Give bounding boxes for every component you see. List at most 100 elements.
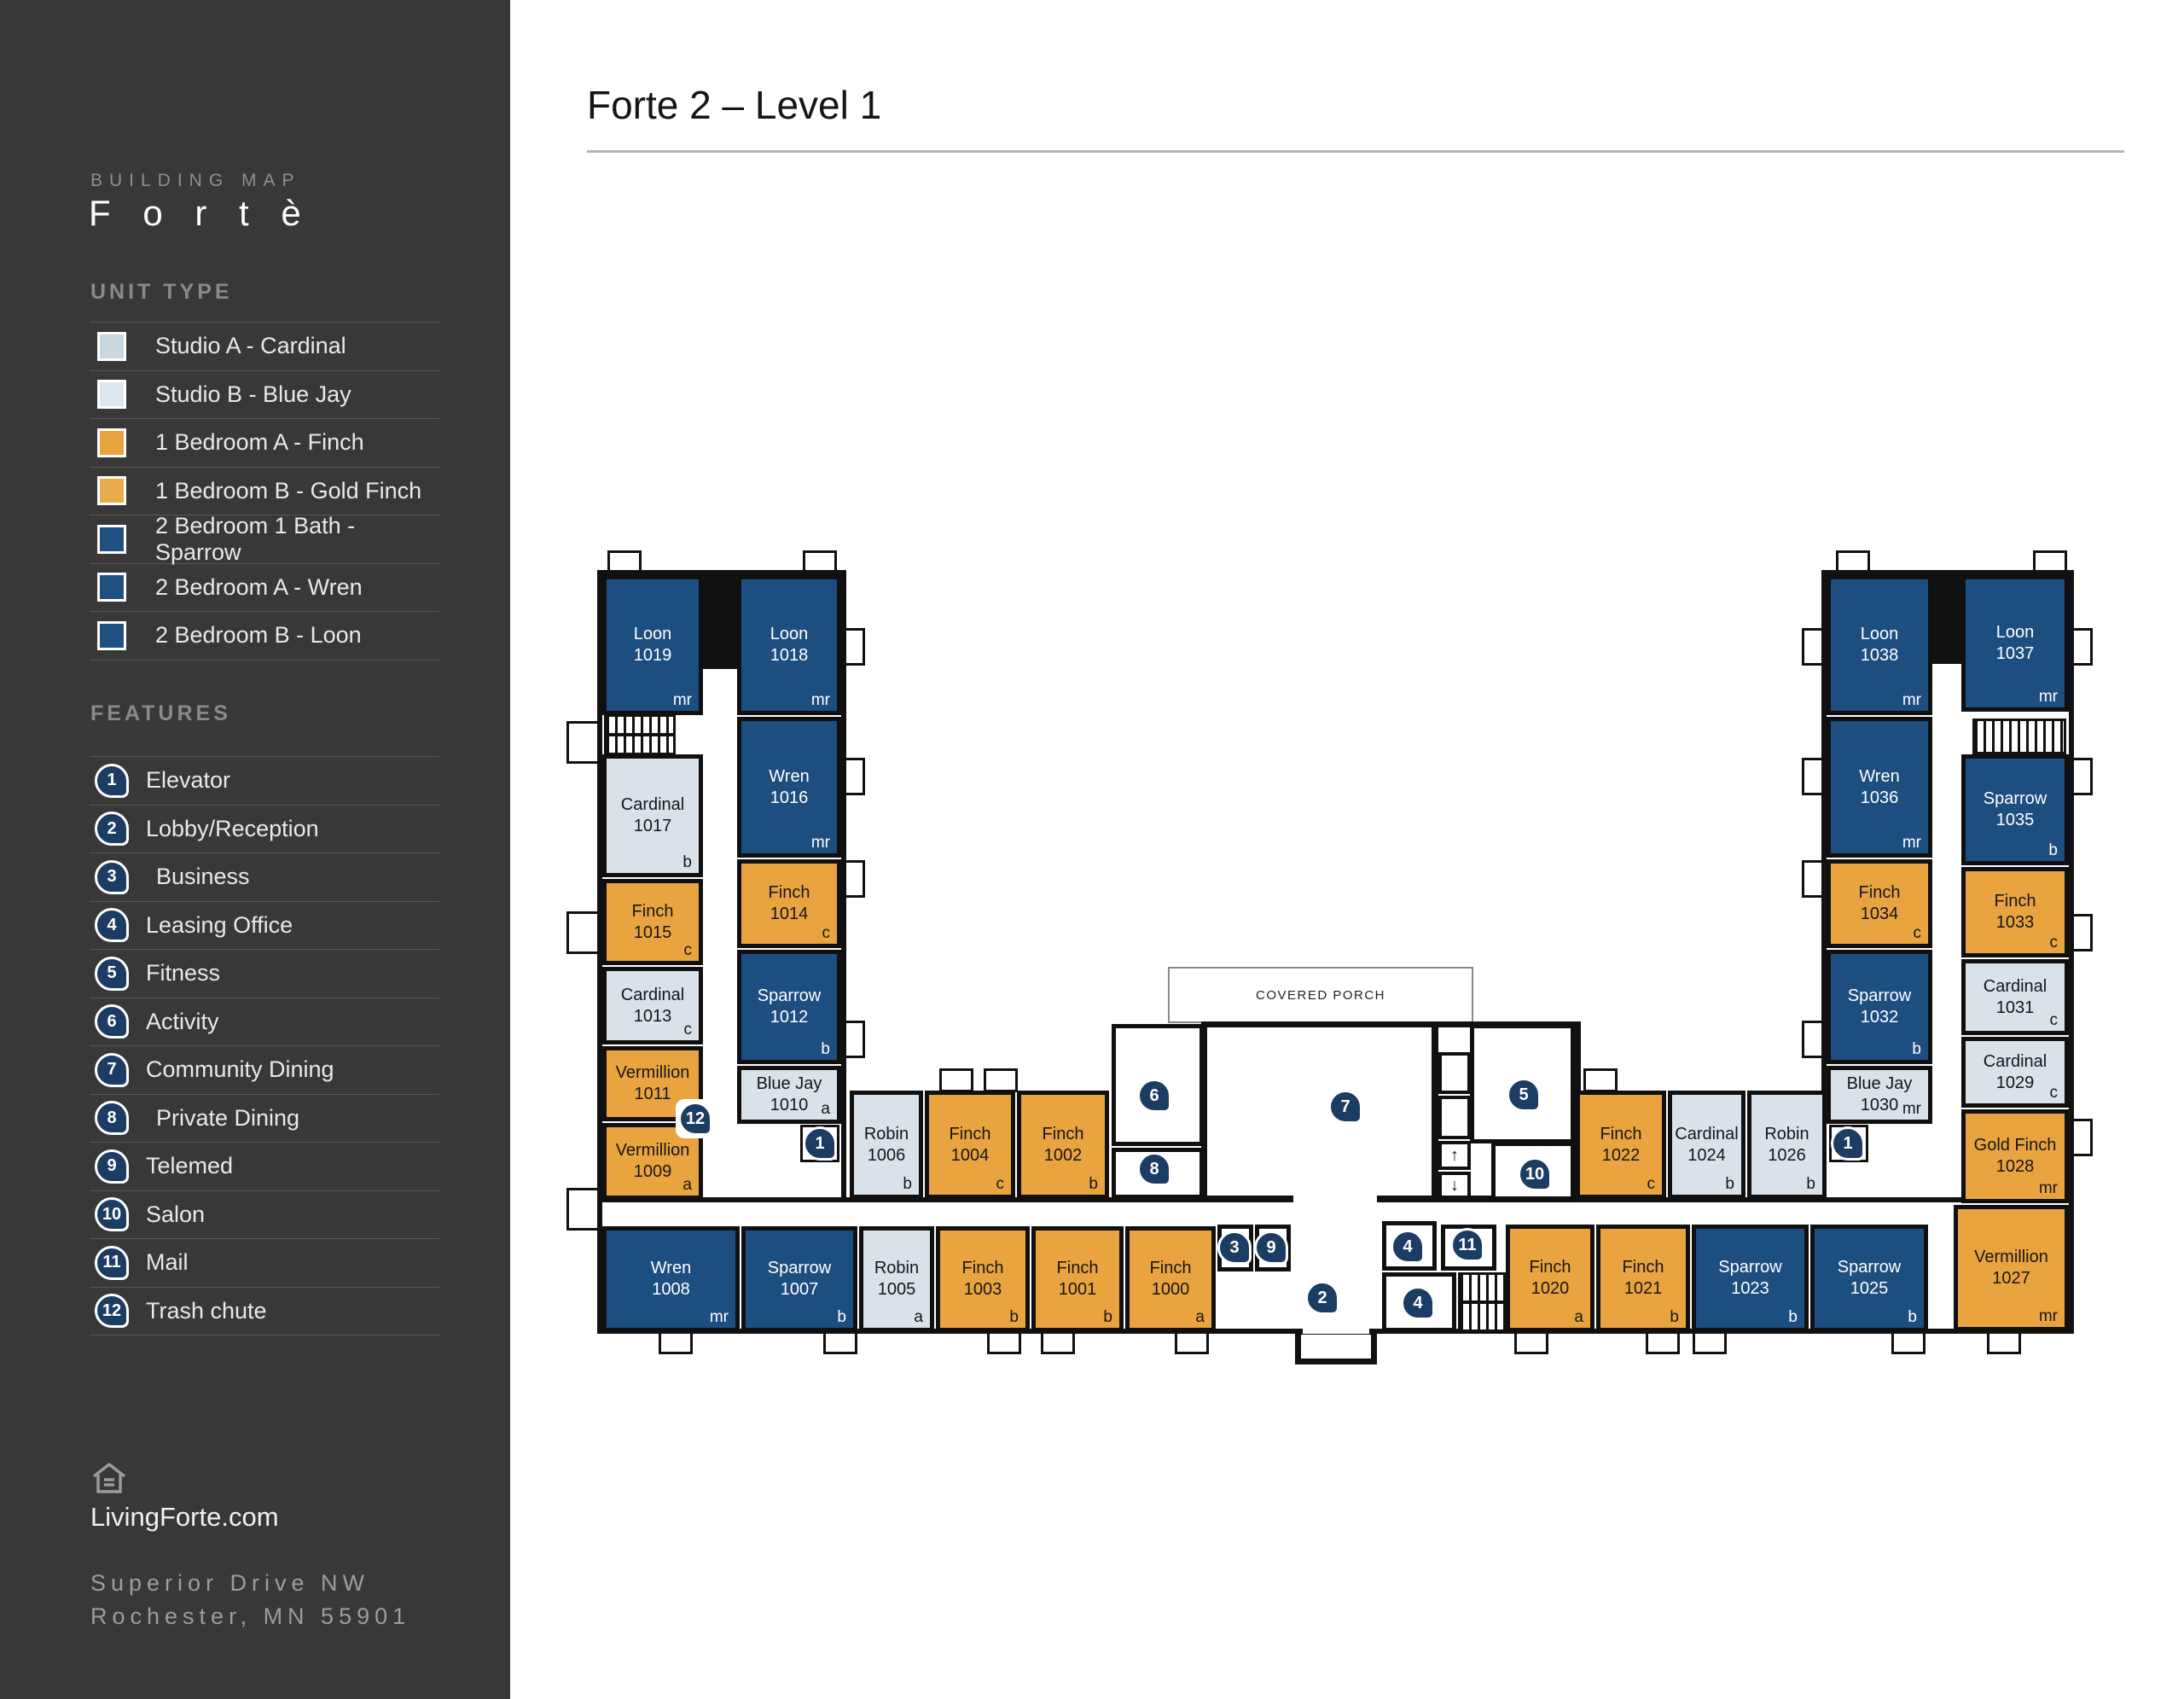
unit-name: Finch [1994,892,2036,911]
feature-pin-icon: 6 [95,1004,129,1039]
elevator-arrow-cell: ↓ [1438,1172,1471,1199]
map-pin-10[interactable]: 10 [1518,1157,1552,1191]
unit-type-label: Studio B - Blue Jay [155,381,351,407]
map-pin-2[interactable]: 2 [1305,1281,1339,1315]
window-bump [1987,1330,2021,1354]
unit-number: 1006 [867,1145,906,1165]
feature-pin-icon: 9 [95,1149,129,1184]
map-pin-5[interactable]: 5 [1507,1078,1541,1112]
map-pin-4[interactable]: 4 [1391,1230,1425,1264]
website-link[interactable]: LivingForte.com [90,1502,279,1532]
unit-plan-letter: b [2048,841,2058,859]
staircase [1972,719,2066,754]
unit-name: Vermillion [1974,1248,2048,1266]
unit-name: Cardinal [620,795,685,814]
map-pin-1[interactable]: 1 [1831,1126,1865,1161]
map-pin-11[interactable]: 11 [1450,1228,1484,1262]
unit-number: 1007 [780,1280,819,1299]
map-pin-12[interactable]: 12 [678,1102,712,1136]
map-pin-6[interactable]: 6 [1137,1079,1171,1113]
unit-number: 1013 [633,1006,672,1026]
window-bump [607,550,642,573]
unit-plan-letter: a [682,1176,692,1194]
unit-name: Loon [1860,625,1899,643]
unit-plan-letter: b [1788,1308,1798,1326]
map-pin-9[interactable]: 9 [1254,1231,1288,1265]
unit-name: Loon [770,625,809,643]
unit-name: Finch [1529,1258,1571,1277]
window-bump [984,1068,1018,1092]
unit-name: Finch [1622,1258,1664,1277]
unit-plan-letter: mr [810,691,830,709]
feature-label: Telemed [146,1153,234,1179]
unit-number: 1031 [1995,998,2035,1017]
unit-type-heading: UNIT TYPE [90,280,233,304]
map-pin-8[interactable]: 8 [1137,1152,1171,1186]
unit-name: Finch [1600,1124,1642,1143]
unit-name: Sparrow [1983,789,2048,808]
unit-number: 1034 [1860,905,1899,923]
unit-plan-letter: b [682,853,692,871]
unit-plan-letter: c [2049,1011,2059,1029]
feature-pin-icon: 5 [95,956,129,991]
unit-number: 1033 [1995,913,2035,932]
unit-plan-letter: b [1806,1175,1815,1193]
wall-opening [1293,1191,1377,1205]
map-pin-3[interactable]: 3 [1217,1231,1252,1265]
unit-number: 1022 [1601,1145,1641,1165]
map-pin-1[interactable]: 1 [803,1126,837,1161]
unit-number: 1026 [1768,1145,1806,1165]
unit-number: 1036 [1860,788,1899,807]
unit-color-swatch [97,331,126,361]
unit-type-label: 1 Bedroom A - Finch [155,429,364,456]
wall-segment [1932,570,1961,664]
map-pin-7[interactable]: 7 [1328,1090,1362,1124]
map-pin-4[interactable]: 4 [1401,1286,1435,1320]
wall-segment [703,570,737,669]
unit-plan-letter: mr [1902,834,1921,852]
unit-number: 1008 [652,1280,690,1299]
